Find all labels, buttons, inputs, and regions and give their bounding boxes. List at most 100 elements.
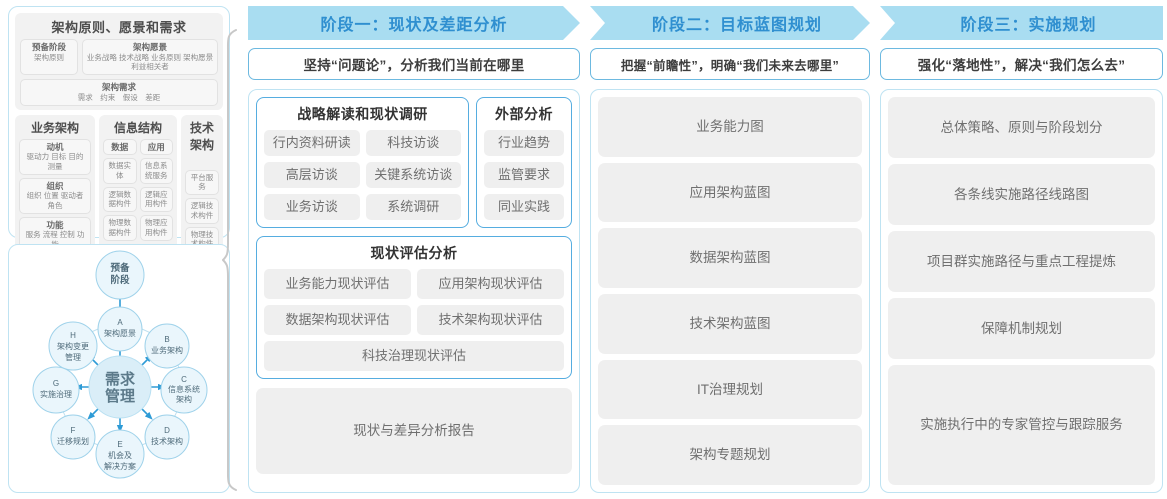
chip-item[interactable]: 行业趋势 xyxy=(484,130,564,156)
phase-1-title: 阶段一：现状及差距分析 xyxy=(320,17,508,34)
adm-node-G-key: G xyxy=(53,379,59,388)
phase-2-title: 阶段二：目标蓝图规划 xyxy=(651,17,822,34)
svg-text:架构: 架构 xyxy=(176,394,192,404)
phase-2: 阶段二：目标蓝图规划 把握“前瞻性”，明确“我们未来去哪里” 业务能力图 应用架… xyxy=(590,6,870,493)
application-title: 应用 xyxy=(139,138,173,156)
chip-item[interactable]: 关键系统访谈 xyxy=(365,162,461,188)
chip-item[interactable]: 技术架构蓝图 xyxy=(598,294,862,354)
strategy-research-card[interactable]: 战略解读和现状调研 行内资料研读 科技访谈 高层访谈 关键系统访谈 业务访谈 系… xyxy=(256,97,469,228)
tech-item: 逻辑技术构件 xyxy=(185,198,219,224)
chip-item[interactable]: 数据架构蓝图 xyxy=(598,228,862,289)
preliminary-phase-box: 预备阶段 架构原则 xyxy=(20,39,78,76)
application-subcolumn: 应用 信息系统服务 逻辑应用构件 物理应用构件 xyxy=(139,138,173,241)
data-item: 数据实体 xyxy=(103,158,137,184)
chip-item[interactable]: IT治理规划 xyxy=(598,359,862,420)
phase-1-subtitle: 坚持“问题论”，分析我们当前在哪里 xyxy=(248,48,580,80)
chip-item[interactable]: 各条线实施路径线路图 xyxy=(888,164,1155,226)
chip-item[interactable]: 科技访谈 xyxy=(365,130,461,156)
architecture-framework-card: 架构原则、愿景和需求 预备阶段 架构原则 架构愿景 业务战略 技术战略 业务原则… xyxy=(8,6,230,307)
chip-item[interactable]: 项目群实施路径与重点工程提炼 xyxy=(888,231,1155,293)
phase-3-header: 阶段三：实施规划 xyxy=(880,6,1163,40)
chip-item[interactable]: 业务能力图 xyxy=(598,97,862,157)
adm-node-C-key: C xyxy=(181,375,187,384)
data-item: 逻辑数据构件 xyxy=(103,186,137,213)
left-reference-panel: 架构原则、愿景和需求 预备阶段 架构原则 架构愿景 业务战略 技术战略 业务原则… xyxy=(8,6,230,493)
phase-3: 阶段三：实施规划 强化“落地性”，解决“我们怎么去” 总体策略、原则与阶段划分 … xyxy=(880,6,1163,493)
phase-1-band xyxy=(248,6,580,40)
adm-node-B-key: B xyxy=(164,335,169,344)
adm-node-C-label: 信息系统 xyxy=(168,384,200,394)
business-architecture-column: 业务架构 动机 驱动力 目标 目的 测量 组织 组织 位置 驱动者 角色 功能 … xyxy=(15,114,95,257)
data-item: 物理数据构件 xyxy=(103,215,137,241)
tech-item: 平台服务 xyxy=(185,169,219,195)
chip-item[interactable]: 行内资料研读 xyxy=(264,130,360,156)
phase-3-title: 阶段三：实施规划 xyxy=(960,17,1097,34)
chip-item[interactable]: 同业实践 xyxy=(484,194,564,220)
chip-item[interactable]: 实施执行中的专家管控与跟踪服务 xyxy=(888,365,1155,485)
chip-item[interactable]: 保障机制规划 xyxy=(888,298,1155,360)
phase-3-body: 总体策略、原则与阶段划分 各条线实施路径线路图 项目群实施路径与重点工程提炼 保… xyxy=(880,89,1163,493)
chip-item[interactable]: 业务能力现状评估 xyxy=(264,269,411,299)
phase-1: 阶段一：现状及差距分析 坚持“问题论”，分析我们当前在哪里 战略解读和现状调研 … xyxy=(248,6,580,493)
chip-item[interactable]: 高层访谈 xyxy=(264,162,360,188)
adm-center-requirements: 需求 xyxy=(105,370,136,388)
chip-item[interactable]: 总体策略、原则与阶段划分 xyxy=(888,97,1155,159)
adm-node-E-label: 机会及 xyxy=(108,450,132,460)
framework-title: 架构原则、愿景和需求 xyxy=(51,20,187,35)
architecture-principles-group: 架构原则、愿景和需求 预备阶段 架构原则 架构愿景 业务战略 技术战略 业务原则… xyxy=(15,13,223,110)
adm-node-F-label: 迁移规划 xyxy=(57,436,89,446)
chip-item[interactable]: 架构专题规划 xyxy=(598,425,862,486)
phase-1-body: 战略解读和现状调研 行内资料研读 科技访谈 高层访谈 关键系统访谈 业务访谈 系… xyxy=(248,89,580,493)
strategy-research-title: 战略解读和现状调研 xyxy=(297,106,428,122)
chip-item[interactable]: 监管要求 xyxy=(484,162,564,188)
adm-node-E-key: E xyxy=(117,440,122,449)
external-analysis-title: 外部分析 xyxy=(495,106,553,122)
phase-3-band xyxy=(880,6,1163,40)
application-item: 逻辑应用构件 xyxy=(139,186,173,213)
external-analysis-card[interactable]: 外部分析 行业趋势 监管要求 同业实践 xyxy=(476,97,572,228)
architecture-requirements-box: 架构需求 需求 约束 假设 差距 xyxy=(20,79,218,106)
phase-1-header: 阶段一：现状及差距分析 xyxy=(248,6,580,40)
organization-box: 组织 组织 位置 驱动者 角色 xyxy=(19,177,91,214)
chip-item[interactable]: 数据架构现状评估 xyxy=(264,305,411,335)
adm-cycle-diagram: 预备 阶段 需求 管理 A 架构愿景 B 业务架构 C 信息系统 架构 D 技术… xyxy=(32,250,208,479)
adm-node-A-label: 架构愿景 xyxy=(104,328,136,338)
chip-item-full[interactable]: 科技治理现状评估 xyxy=(264,341,564,371)
chip-item[interactable]: 业务访谈 xyxy=(264,194,360,220)
grouping-brace xyxy=(222,29,237,491)
adm-node-B-label: 业务架构 xyxy=(151,345,183,355)
application-item: 信息系统服务 xyxy=(139,158,173,184)
phases-region: 阶段一：现状及差距分析 坚持“问题论”，分析我们当前在哪里 战略解读和现状调研 … xyxy=(248,6,1163,493)
information-structure-column: 信息结构 数据 数据实体 逻辑数据构件 物理数据构件 应用 xyxy=(99,114,177,257)
phase-2-subtitle: 把握“前瞻性”，明确“我们未来去哪里” xyxy=(590,48,870,80)
svg-text:阶段: 阶段 xyxy=(110,274,130,286)
adm-node-G-label: 实施治理 xyxy=(40,389,72,399)
adm-node-preliminary: 预备 xyxy=(110,262,130,274)
phase-3-subtitle: 强化“落地性”，解决“我们怎么去” xyxy=(880,48,1163,80)
adm-node-D-key: D xyxy=(164,426,170,435)
svg-text:管理: 管理 xyxy=(105,387,135,405)
adm-node-D-label: 技术架构 xyxy=(151,436,183,446)
phase-2-band xyxy=(590,6,870,40)
adm-node-H-key: H xyxy=(70,331,76,340)
chip-item[interactable]: 系统调研 xyxy=(365,194,461,220)
motivation-box: 动机 驱动力 目标 目的 测量 xyxy=(19,138,91,175)
svg-text:解决方案: 解决方案 xyxy=(104,461,136,471)
chip-item[interactable]: 技术架构现状评估 xyxy=(417,305,564,335)
technology-architecture-column: 技术架构 平台服务 逻辑技术构件 物理技术构件 xyxy=(181,114,223,257)
current-state-assessment-card[interactable]: 现状评估分析 业务能力现状评估 应用架构现状评估 数据架构现状评估 技术架构现状… xyxy=(256,236,572,379)
chip-item[interactable]: 应用架构蓝图 xyxy=(598,162,862,223)
application-item: 物理应用构件 xyxy=(139,215,173,241)
phase-2-body: 业务能力图 应用架构蓝图 数据架构蓝图 技术架构蓝图 IT治理规划 架构专题规划 xyxy=(590,89,870,493)
svg-text:管理: 管理 xyxy=(65,352,81,362)
adm-node-H-label: 架构变更 xyxy=(57,341,89,351)
phase-2-header: 阶段二：目标蓝图规划 xyxy=(590,6,870,40)
data-title: 数据 xyxy=(103,138,137,156)
current-state-assessment-title: 现状评估分析 xyxy=(370,245,458,261)
chip-item[interactable]: 应用架构现状评估 xyxy=(417,269,564,299)
adm-cycle-card: 预备 阶段 需求 管理 A 架构愿景 B 业务架构 C 信息系统 架构 D 技术… xyxy=(8,244,230,493)
gap-analysis-report[interactable]: 现状与差异分析报告 xyxy=(256,388,572,474)
adm-node-A-key: A xyxy=(117,318,123,327)
adm-node-F-key: F xyxy=(71,426,76,435)
data-subcolumn: 数据 数据实体 逻辑数据构件 物理数据构件 xyxy=(103,138,137,241)
